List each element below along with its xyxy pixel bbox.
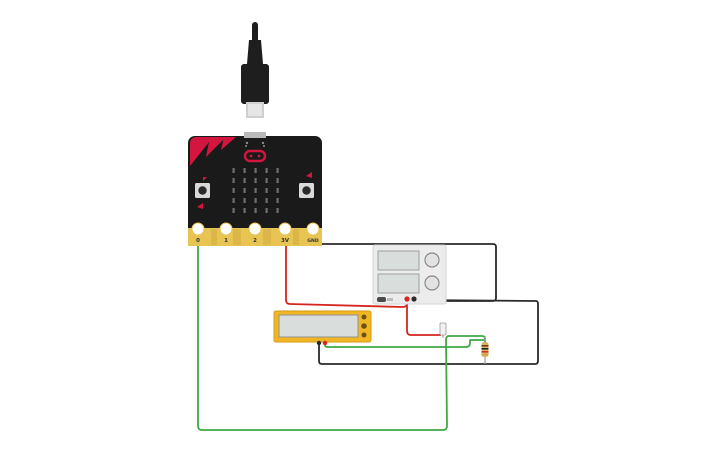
pin-0-hole[interactable] (191, 222, 205, 236)
button-b[interactable] (299, 172, 314, 198)
pin-gnd-hole[interactable] (306, 222, 320, 236)
supply-power-switch[interactable] (377, 297, 386, 302)
pin-gnd-label: GND (307, 238, 319, 244)
pin-3v-label: 3V (281, 238, 290, 244)
pin-1-hole[interactable] (219, 222, 233, 236)
multimeter-v-terminal[interactable] (322, 340, 328, 346)
multimeter-icon[interactable] (273, 310, 372, 346)
pin-0-label: 0 (196, 238, 200, 244)
multimeter-com-terminal[interactable] (316, 340, 322, 346)
supply-current-knob[interactable] (424, 275, 440, 291)
led-matrix (232, 168, 279, 213)
pin-2-label: 2 (253, 238, 257, 244)
wire-pin0-green[interactable] (197, 242, 486, 431)
multimeter-dial-top[interactable] (361, 314, 367, 320)
multimeter-dial-bottom[interactable] (361, 332, 367, 338)
wire-supply-neg-black[interactable] (318, 299, 539, 365)
button-a[interactable] (195, 177, 210, 198)
supply-voltage-knob[interactable] (424, 252, 440, 268)
wire-meter-green[interactable] (324, 339, 485, 348)
supply-voltage-display (377, 250, 420, 271)
power-supply-icon[interactable] (372, 244, 447, 305)
pin-2-hole[interactable] (248, 222, 262, 236)
edge-connector: 0 1 2 3V GND (188, 222, 322, 246)
usb-cable-icon[interactable] (241, 22, 269, 118)
wire-supply-probe-red[interactable] (406, 299, 441, 336)
multimeter-display (278, 314, 359, 338)
microbit-board-icon[interactable]: 0 1 2 3V GND (188, 132, 322, 246)
probe-component[interactable] (439, 322, 447, 338)
supply-positive-terminal[interactable] (404, 296, 410, 302)
supply-current-display (377, 273, 420, 294)
wires (197, 241, 539, 431)
pin-3v-hole[interactable] (278, 222, 292, 236)
pin-1-label: 1 (224, 238, 228, 244)
supply-negative-terminal[interactable] (411, 296, 417, 302)
resistor-icon[interactable] (481, 336, 489, 364)
multimeter-dial-mid[interactable] (361, 323, 367, 329)
